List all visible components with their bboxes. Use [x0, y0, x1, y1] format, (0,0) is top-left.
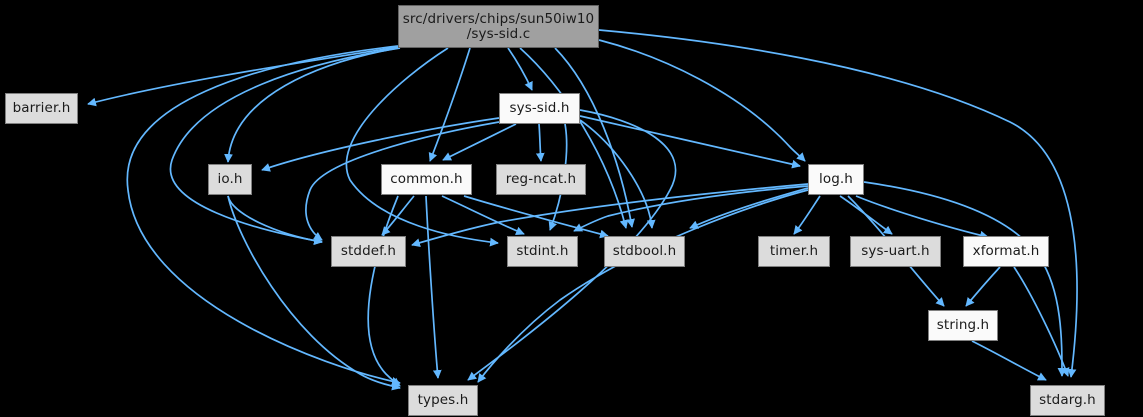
graph-node-xformat[interactable]: xformat.h: [963, 236, 1049, 267]
graph-edge-xformat-to-string: [965, 266, 1001, 307]
graph-node-sys_uart[interactable]: sys-uart.h: [850, 236, 941, 267]
graph-edge-root-to-barrier: [87, 46, 399, 107]
graph-edge-log-to-stdbool: [689, 187, 809, 229]
graph-edge-xformat-to-stdarg: [1013, 266, 1070, 377]
graph-edge-log-to-stdarg: [863, 181, 1067, 377]
graph-edge-root-to-common: [428, 47, 471, 162]
graph-edge-common-to-stdint: [441, 195, 525, 236]
graph-node-reg_ncat[interactable]: reg-ncat.h: [496, 164, 586, 195]
graph-node-stdint[interactable]: stdint.h: [507, 236, 578, 267]
graph-edge-root-to-sys_sid_h: [507, 47, 533, 91]
graph-edge-sys_sid_h-to-reg_ncat: [535, 123, 545, 162]
graph-node-log[interactable]: log.h: [808, 164, 864, 195]
graph-edge-sys_sid_h-to-common: [442, 123, 517, 161]
graph-edge-log-to-types: [477, 189, 809, 383]
graph-node-barrier[interactable]: barrier.h: [5, 93, 78, 124]
graph-node-stdbool[interactable]: stdbool.h: [604, 236, 685, 267]
graph-edge-root-to-stdarg: [598, 29, 1078, 378]
graph-edge-sys_sid_h-to-io: [261, 117, 500, 172]
graph-node-stdarg[interactable]: stdarg.h: [1030, 385, 1105, 416]
graph-edge-log-to-stdint: [573, 185, 809, 232]
graph-edge-sys_sid_h-to-stddef: [305, 121, 500, 241]
graph-node-io[interactable]: io.h: [208, 164, 252, 195]
graph-edge-root-to-stdbool: [519, 47, 629, 229]
graph-edge-io-to-stddef: [227, 195, 323, 245]
graph-edge-root-to-io: [224, 47, 399, 163]
graph-edge-root-to-log: [598, 39, 806, 162]
graph-edge-root-to-stdint: [345, 47, 499, 247]
graph-node-sys_sid_h[interactable]: sys-sid.h: [499, 93, 580, 124]
graph-edge-io-to-types: [227, 195, 401, 391]
graph-edge-log-to-stddef: [411, 183, 809, 248]
graph-node-common[interactable]: common.h: [381, 164, 472, 195]
graph-edge-sys_sid_h-to-log: [579, 115, 801, 169]
graph-node-types[interactable]: types.h: [408, 385, 478, 416]
graph-edge-sys_sid_h-to-stdbool: [579, 119, 656, 229]
graph-edge-sys_sid_h-to-types: [467, 109, 677, 381]
graph-edge-log-to-timer: [793, 195, 821, 235]
graph-node-string[interactable]: string.h: [928, 310, 998, 341]
graph-edge-root-to-types: [126, 45, 401, 386]
graph-node-timer[interactable]: timer.h: [758, 236, 830, 267]
graph-edge-log-to-xformat: [855, 195, 989, 240]
edge-group: [87, 29, 1078, 391]
graph-edge-root-to-stddef: [169, 47, 401, 245]
graph-node-root[interactable]: src/drivers/chips/sun50iw10 /sys-sid.c: [398, 5, 599, 48]
graph-edge-string-to-stdarg: [971, 340, 1047, 381]
graph-node-stddef[interactable]: stddef.h: [331, 236, 406, 267]
graph-edge-common-to-stddef: [381, 195, 415, 236]
graph-edge-common-to-stdbool: [463, 195, 609, 239]
graph-edge-common-to-types: [367, 195, 401, 387]
graph-edge-common-to-types: [425, 195, 442, 379]
